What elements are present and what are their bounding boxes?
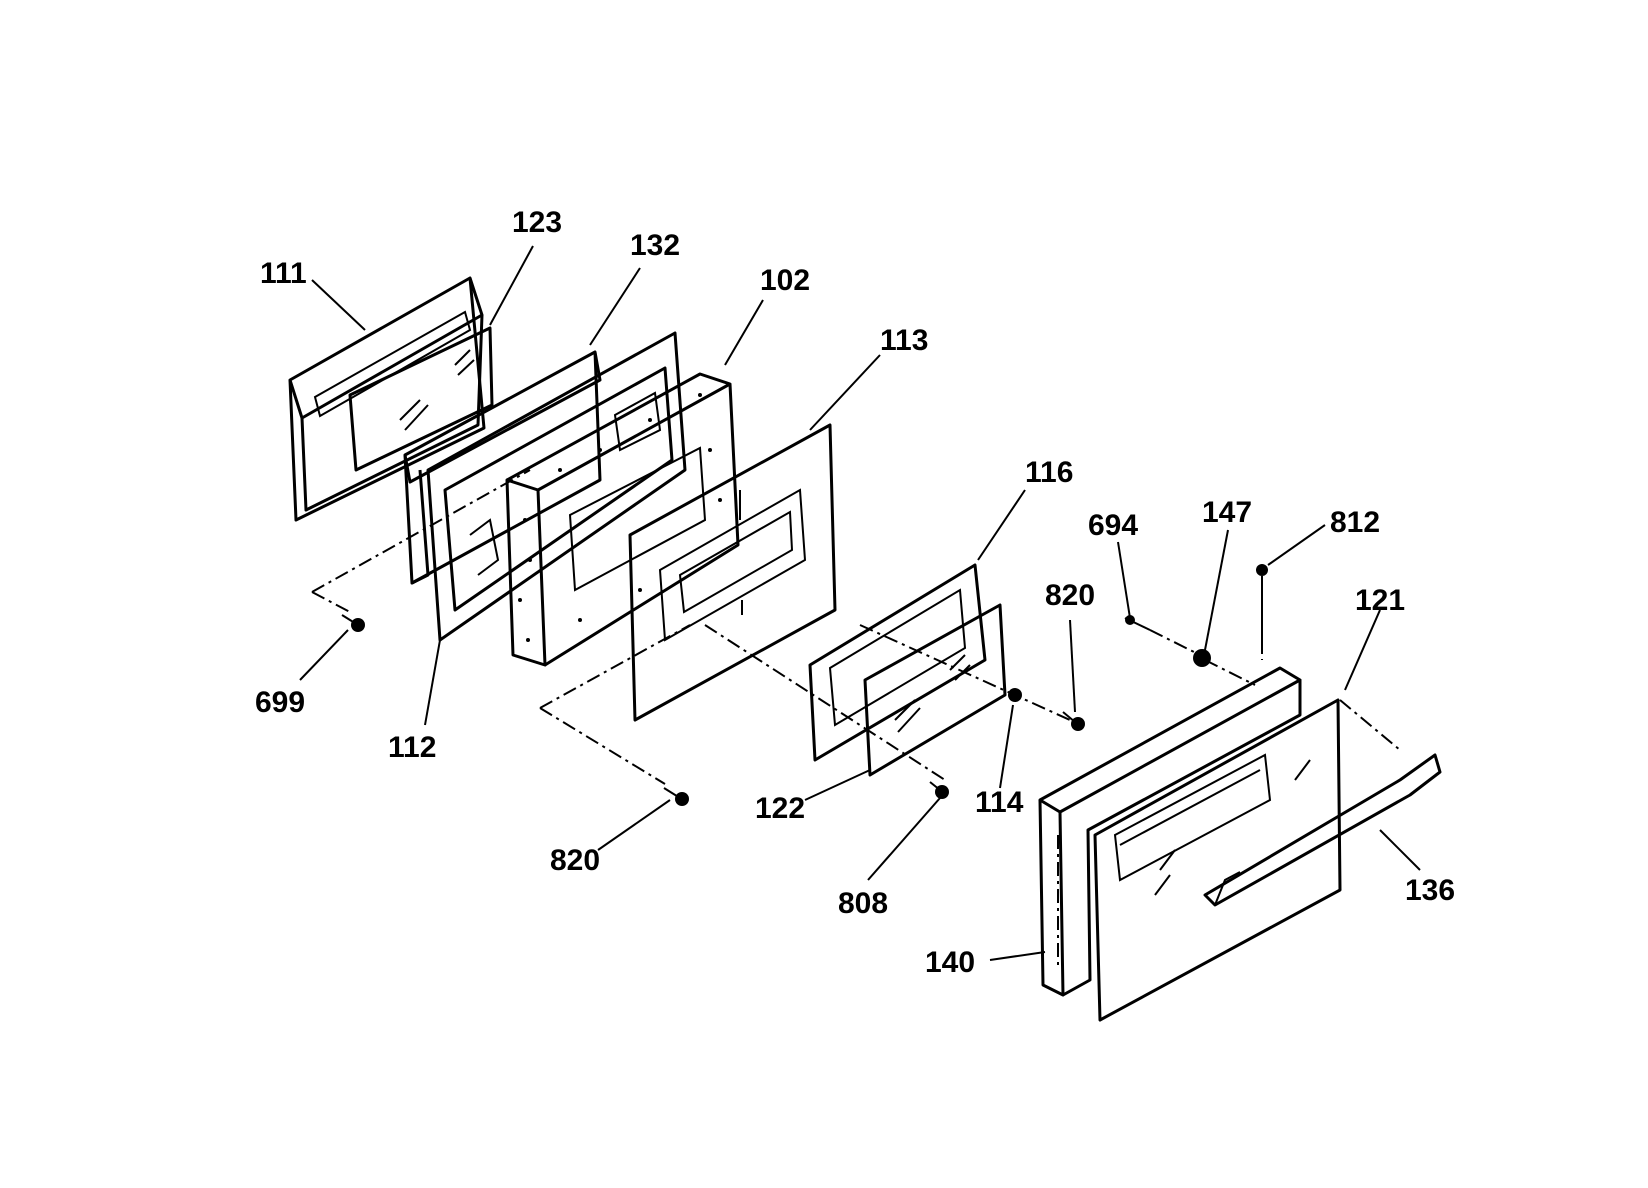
part-113-door-liner: [628, 423, 837, 722]
screw-812: [1256, 564, 1268, 640]
screw-694: [1124, 615, 1151, 631]
callout-116: 116: [1025, 456, 1073, 489]
callout-111: 111: [260, 257, 307, 290]
part-122-glass: [863, 603, 1007, 777]
callout-820-lower: 820: [550, 844, 600, 877]
part-123-glass: [348, 326, 494, 472]
part-111-frame: [288, 276, 486, 522]
callout-808: 808: [838, 887, 888, 920]
screw-820-lower: [663, 787, 689, 806]
leader-lines: [299, 245, 1421, 961]
callout-812: 812: [1330, 506, 1380, 539]
screw-820-upper: [1062, 711, 1085, 731]
insulation-texture: [518, 393, 722, 642]
callout-140: 140: [925, 946, 975, 979]
callout-699: 699: [255, 686, 305, 719]
screw-699: [341, 614, 365, 632]
part-136-handle: [1203, 753, 1442, 907]
part-112-inner-frame: [426, 331, 687, 642]
part-116-window-frame: [808, 563, 987, 762]
nut-147: [1193, 649, 1211, 667]
callout-820-upper: 820: [1045, 579, 1095, 612]
callout-labels: 111 123 132 102 113 116 694 147 812 820 …: [255, 206, 1455, 979]
part-140-outer-door: [1038, 666, 1302, 997]
callout-136: 136: [1405, 874, 1455, 907]
part-132-gasket: [403, 350, 602, 585]
callout-147: 147: [1202, 496, 1252, 529]
callout-113: 113: [880, 324, 928, 357]
callout-123: 123: [512, 206, 562, 239]
callout-132: 132: [630, 229, 680, 262]
callout-112: 112: [388, 731, 436, 764]
callout-122: 122: [755, 792, 805, 825]
callout-121: 121: [1355, 584, 1405, 617]
screw-808: [929, 781, 949, 799]
callout-102: 102: [760, 264, 810, 297]
assembly-lines: [311, 469, 1401, 965]
part-102-insulation-box: [505, 372, 740, 667]
part-121-outer-glass: [1093, 698, 1342, 1022]
callout-694: 694: [1088, 509, 1138, 542]
callout-114: 114: [975, 786, 1024, 819]
